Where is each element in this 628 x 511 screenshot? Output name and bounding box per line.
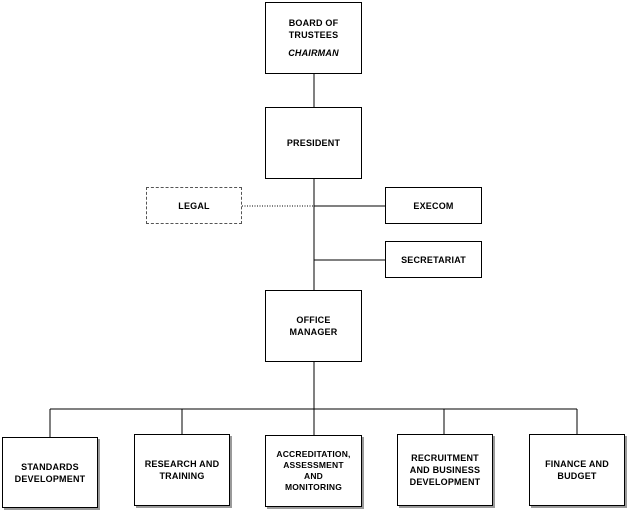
accreditation-assessment-monitoring-box: ACCREDITATION, ASSESSMENT AND MONITORING	[265, 435, 362, 507]
accreditation-line-3: AND	[303, 471, 323, 481]
board-title-line-1: BOARD OF	[288, 18, 339, 28]
accreditation-line-4: MONITORING	[284, 482, 343, 492]
execom-box: EXECOM	[385, 187, 482, 224]
research-line-2: TRAINING	[159, 471, 205, 481]
standards-line-2: DEVELOPMENT	[14, 473, 86, 484]
legal-label: LEGAL	[178, 200, 210, 211]
board-title-line-2: TRUSTEES	[288, 30, 339, 40]
standards-line-1: STANDARDS	[21, 461, 79, 472]
secretariat-label: SECRETARIAT	[401, 254, 466, 265]
accreditation-line-2: ASSESSMENT	[283, 460, 344, 470]
board-of-trustees-box: BOARD OF TRUSTEES CHAIRMAN	[265, 2, 362, 74]
accreditation-line-1: ACCREDITATION,	[276, 449, 351, 459]
standards-development-box: STANDARDS DEVELOPMENT	[2, 437, 98, 508]
finance-line-2: BUDGET	[557, 471, 597, 481]
research-and-training-box: RESEARCH AND TRAINING	[134, 434, 230, 506]
office-manager-line-1: OFFICE	[296, 315, 331, 325]
finance-line-1: FINANCE AND	[545, 459, 609, 469]
recruitment-business-development-box: RECRUITMENT AND BUSINESS DEVELOPMENT	[397, 434, 493, 506]
finance-and-budget-box: FINANCE AND BUDGET	[529, 434, 625, 506]
secretariat-box: SECRETARIAT	[385, 241, 482, 278]
recruitment-line-3: DEVELOPMENT	[409, 477, 481, 487]
board-chairman-label: CHAIRMAN	[288, 48, 339, 58]
president-box: PRESIDENT	[265, 107, 362, 179]
research-line-1: RESEARCH AND	[144, 459, 220, 469]
legal-box: LEGAL	[146, 187, 242, 224]
execom-label: EXECOM	[413, 200, 454, 211]
recruitment-line-1: RECRUITMENT	[411, 453, 479, 463]
recruitment-line-2: AND BUSINESS	[409, 465, 481, 475]
president-label: PRESIDENT	[286, 138, 341, 148]
office-manager-box: OFFICE MANAGER	[265, 290, 362, 362]
office-manager-line-2: MANAGER	[289, 327, 338, 337]
